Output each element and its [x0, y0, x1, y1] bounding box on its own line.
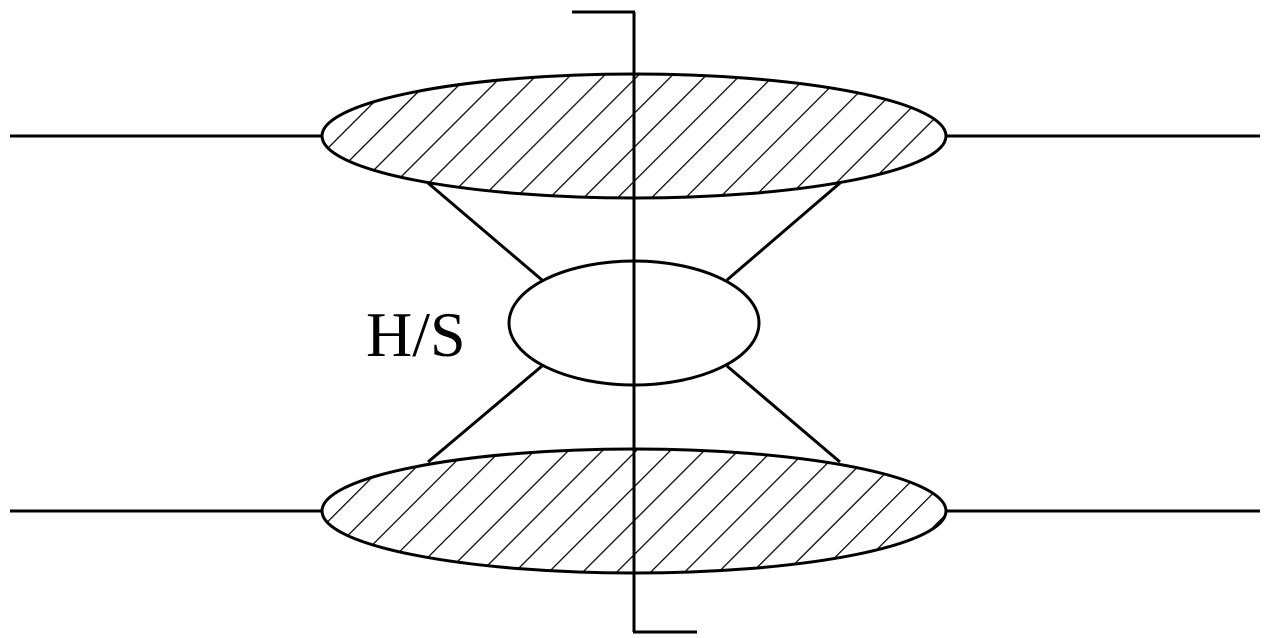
hs-label: H/S — [366, 299, 466, 370]
upper-left-cone-line — [427, 181, 543, 282]
lower-left-cone-line — [427, 364, 543, 464]
lower-right-cone-line — [726, 364, 841, 464]
upper-right-cone-line — [726, 181, 841, 282]
